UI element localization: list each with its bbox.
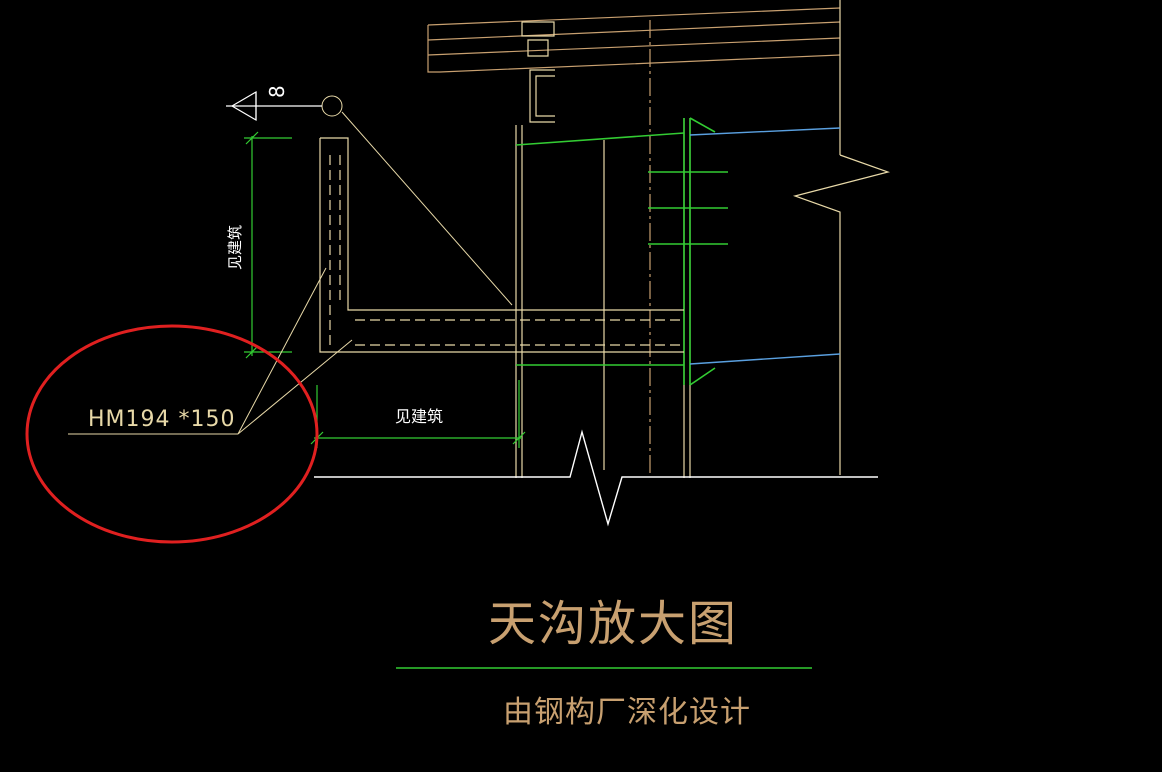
gutter-outline xyxy=(319,137,684,353)
dim-horizontal-note: 见建筑 xyxy=(395,407,443,426)
drawing-subtitle: 由钢构厂深化设计 xyxy=(503,695,751,730)
c-purlin xyxy=(521,21,555,123)
rafter-beams xyxy=(689,127,841,365)
section-cut-arrow-icon xyxy=(226,90,322,122)
dim-vertical-note: 见建筑 xyxy=(226,225,244,270)
member-label: HM194 *150 xyxy=(88,407,236,432)
ground-break-line xyxy=(314,429,878,527)
member-leader xyxy=(68,267,353,435)
highlight-ellipse xyxy=(25,324,319,544)
drawing-title: 天沟放大图 xyxy=(488,596,738,652)
section-number: 8 xyxy=(265,85,289,98)
steel-column xyxy=(515,0,891,478)
section-leader xyxy=(321,95,513,306)
roof-panel xyxy=(427,7,841,475)
vertical-dimension xyxy=(244,131,292,359)
beam-flanges xyxy=(515,117,728,386)
